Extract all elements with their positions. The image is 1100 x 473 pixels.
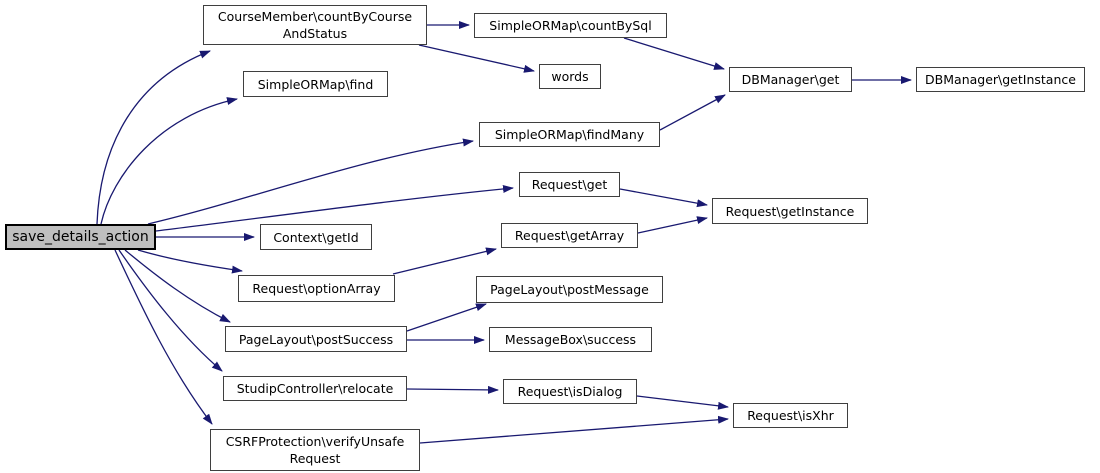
node-label: save_details_action — [12, 228, 149, 245]
node-label: StudipController\relocate — [236, 381, 394, 396]
node-dbmanager_getInstance[interactable]: DBManager\getInstance — [916, 67, 1085, 92]
node-words[interactable]: words — [539, 64, 601, 89]
node-countBySql[interactable]: SimpleORMap\countBySql — [474, 13, 667, 38]
node-context_getId[interactable]: Context\getId — [260, 224, 372, 250]
edge-request_getArray-to-request_getInstance — [637, 216, 708, 234]
edge-verifyUnsafeRequest-to-isXhr — [419, 415, 729, 444]
edge-save_details_action-to-request_optionArray — [137, 249, 243, 274]
node-dbmanager_get[interactable]: DBManager\get — [729, 67, 852, 92]
node-label: PageLayout\postSuccess — [238, 331, 394, 347]
edge-countByCourseAndStatus-to-words — [418, 44, 535, 73]
node-label: Request\isDialog — [517, 384, 623, 399]
node-label: CourseMember\countByCourse — [217, 9, 413, 24]
node-label: MessageBox\success — [504, 332, 637, 347]
node-label: Request\getArray — [514, 228, 625, 243]
edge-countBySql-to-dbmanager_get — [623, 37, 725, 70]
node-request_optionArray[interactable]: Request\optionArray — [238, 275, 395, 302]
edge-save_details_action-to-countByCourseAndStatus — [96, 50, 211, 225]
node-request_getInstance[interactable]: Request\getInstance — [712, 198, 868, 224]
node-postMessage[interactable]: PageLayout\postMessage — [476, 276, 663, 303]
node-label: DBManager\getInstance — [925, 72, 1076, 87]
node-findMany[interactable]: SimpleORMap\findMany — [479, 122, 660, 147]
node-label: CSRFProtection\verifyUnsafe — [225, 434, 405, 449]
node-find[interactable]: SimpleORMap\find — [243, 71, 388, 97]
node-save_details_action[interactable]: save_details_action — [5, 224, 156, 250]
node-isXhr[interactable]: Request\isXhr — [733, 403, 848, 428]
edge-save_details_action-to-request_get — [155, 184, 514, 232]
node-label: PageLayout\postMessage — [490, 282, 649, 297]
edge-postSuccess-to-postMessage — [406, 303, 487, 332]
edge-request_get-to-request_getInstance — [619, 188, 708, 208]
node-request_getArray[interactable]: Request\getArray — [501, 223, 638, 248]
edge-findMany-to-dbmanager_get — [659, 94, 726, 131]
node-label: SimpleORMap\findMany — [494, 127, 645, 142]
node-label: Request\optionArray — [252, 281, 381, 296]
edge-save_details_action-to-relocate — [118, 249, 223, 372]
node-messagebox_success[interactable]: MessageBox\success — [489, 327, 652, 352]
edge-request_optionArray-to-request_getArray — [392, 247, 497, 275]
edge-isDialog-to-isXhr — [636, 395, 729, 410]
node-label: AndStatus — [282, 26, 348, 41]
edge-save_details_action-to-postSuccess — [124, 249, 231, 323]
node-label: Request\get — [531, 177, 608, 192]
edge-save_details_action-to-find — [100, 97, 238, 225]
node-label: SimpleORMap\find — [257, 76, 374, 92]
node-label: Request\getInstance — [725, 203, 855, 219]
node-label: Context\getId — [273, 229, 359, 245]
node-label: Request\isXhr — [747, 408, 834, 423]
edge-relocate-to-isDialog — [406, 385, 499, 394]
node-relocate[interactable]: StudipController\relocate — [223, 376, 407, 401]
edge-save_details_action-to-verifyUnsafeRequest — [114, 249, 213, 425]
node-request_get[interactable]: Request\get — [519, 172, 620, 197]
edge-save_details_action-to-findMany — [147, 138, 474, 225]
node-label: SimpleORMap\countBySql — [489, 18, 652, 33]
node-label: DBManager\get — [741, 72, 840, 87]
node-postSuccess[interactable]: PageLayout\postSuccess — [225, 326, 407, 352]
node-isDialog[interactable]: Request\isDialog — [503, 379, 637, 404]
node-label: words — [551, 69, 589, 84]
node-label: Request — [289, 451, 341, 466]
